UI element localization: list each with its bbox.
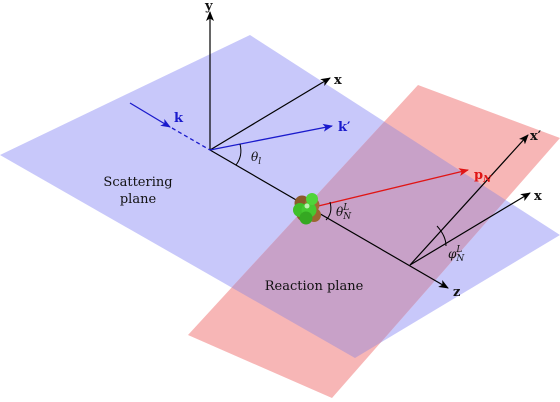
- k-vector-dashed: [171, 127, 211, 151]
- x-prime-axis: [409, 134, 529, 266]
- p-n-label: pN: [474, 168, 492, 185]
- reaction-plane-label: Reaction plane: [265, 279, 364, 294]
- x-axis-lower-label: x: [534, 189, 542, 204]
- x-axis-upper-label: x: [334, 73, 342, 88]
- p-n-vector: [309, 168, 469, 209]
- k-prime-label: k′: [338, 120, 351, 135]
- theta-l-arc: [235, 143, 242, 166]
- scattering-plane-label-line2: plane: [120, 192, 157, 207]
- y-axis-label: y: [204, 0, 213, 14]
- beam-axis-line: [209, 149, 449, 289]
- theta-n-arc: [325, 201, 332, 221]
- k-label: k: [174, 111, 184, 126]
- theta-l-label: θl: [251, 150, 261, 167]
- k-prime-vector: [209, 123, 333, 151]
- x-axis-upper: [209, 77, 331, 151]
- phi-n-arc: [436, 225, 447, 247]
- scattering-plane-label-line1: Scattering: [103, 175, 172, 190]
- x-prime-label: x′: [530, 129, 542, 144]
- x-axis-lower: [409, 192, 531, 266]
- z-axis-label: z: [453, 285, 460, 300]
- nucleus-icon: [293, 193, 321, 225]
- k-vector: [129, 102, 171, 128]
